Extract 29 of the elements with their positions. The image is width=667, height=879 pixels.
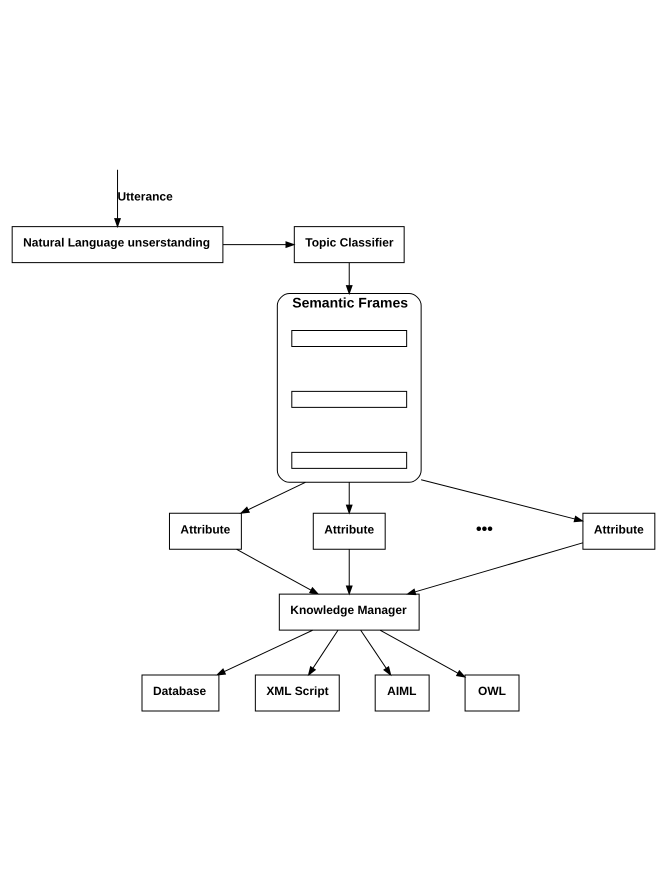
node-box: Attribute bbox=[168, 512, 242, 550]
arrow bbox=[240, 481, 306, 514]
node-box: XML Script bbox=[254, 674, 340, 711]
arrow bbox=[236, 548, 320, 594]
node-box: Natural Language unserstanding bbox=[12, 226, 224, 263]
arrow bbox=[360, 629, 392, 676]
arrow bbox=[114, 168, 122, 228]
node-box: Knowledge Manager bbox=[278, 593, 420, 630]
arrow bbox=[346, 481, 353, 514]
arrow bbox=[420, 478, 584, 522]
arrow bbox=[216, 629, 314, 676]
arrow bbox=[222, 240, 296, 248]
edge-label: Utterance bbox=[118, 188, 173, 203]
arrow bbox=[346, 262, 353, 295]
arrow bbox=[380, 629, 466, 678]
node-box: Topic Classifier bbox=[294, 226, 405, 263]
arrow bbox=[406, 542, 584, 595]
node-box: Database bbox=[142, 674, 220, 711]
node-box bbox=[291, 390, 408, 408]
node-box bbox=[291, 330, 408, 346]
node-box: OWL bbox=[464, 674, 520, 711]
node-box: AIML bbox=[374, 674, 430, 711]
node-box: Attribute bbox=[582, 512, 656, 550]
arrow bbox=[308, 629, 338, 676]
node-box bbox=[291, 451, 408, 468]
cluster: Semantic Frames bbox=[276, 292, 422, 482]
arrow bbox=[346, 548, 353, 596]
label: ••• bbox=[476, 520, 493, 538]
node-box: Attribute bbox=[312, 512, 386, 550]
